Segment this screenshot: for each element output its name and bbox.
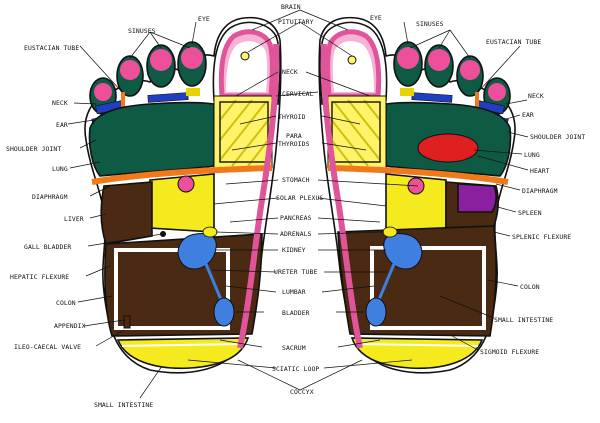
left-pituitary-dot: [240, 51, 250, 61]
label-eustacian-right: EUSTACIAN TUBE: [486, 38, 541, 46]
label-shoulder-right: SHOULDER JOINT: [530, 133, 585, 141]
right-foot: [318, 16, 516, 374]
left-diaphragm-line: [91, 165, 273, 185]
label-neck-right: NECK: [528, 92, 544, 100]
label-lung-left: LUNG: [52, 165, 68, 173]
right-diaphragm-line: [327, 165, 509, 185]
appendix: [123, 315, 131, 329]
label-eye-left: EYE: [198, 15, 210, 23]
labels: BRAIN PITUITARY EYE EYE SINUSES SINUSES …: [6, 3, 585, 409]
label-ureter-tube: URETER TUBE: [274, 268, 317, 276]
right-ureter: [376, 263, 396, 303]
label-appendix: APPENDIX: [54, 322, 86, 330]
left-bladder: [213, 297, 235, 327]
left-sinus-cap-3: [150, 49, 172, 71]
label-gall-bladder: GALL BLADDER: [24, 243, 71, 251]
label-hepatic-flexure: HEPATIC FLEXURE: [10, 273, 69, 281]
left-ureter: [204, 263, 224, 303]
left-sinus-cap-4: [181, 47, 203, 69]
label-ear-left: EAR: [56, 121, 68, 129]
label-neck-left: NECK: [52, 99, 68, 107]
liver-zone: [100, 181, 153, 245]
label-eustacian-left: EUSTACIAN TUBE: [24, 44, 79, 52]
label-shoulder-left: SHOULDER JOINT: [6, 145, 61, 153]
right-spine-line: [320, 43, 363, 349]
right-pituitary-dot: [347, 55, 357, 65]
label-sinuses-right: SINUSES: [416, 20, 444, 28]
label-eye-right: EYE: [370, 14, 382, 22]
label-solar-plexus: SOLAR PLEXUS: [276, 194, 323, 202]
label-neck-center: NECK: [282, 68, 298, 76]
label-spleen: SPLEEN: [518, 209, 542, 217]
label-thyroid: THYROID: [278, 113, 306, 121]
label-diaphragm-left: DIAPHRAGM: [32, 193, 68, 201]
label-sciatic-loop: SCIATIC LOOP: [272, 365, 319, 373]
left-sinus-cap-1: [94, 83, 112, 101]
gall-bladder-dot: [160, 231, 166, 237]
label-pituitary: PITUITARY: [278, 18, 314, 26]
label-splenic-flexure: SPLENIC FLEXURE: [512, 233, 571, 241]
label-adrenals: ADRENALS: [280, 230, 312, 238]
label-sacrum: SACRUM: [282, 344, 306, 352]
left-eye-bar-2: [147, 92, 189, 103]
label-para: PARA: [286, 132, 302, 140]
spleen-zone: [457, 183, 497, 213]
label-thyroids: THYROIDS: [278, 140, 310, 148]
label-brain: BRAIN: [281, 3, 301, 11]
label-lumbar: LUMBAR: [282, 288, 306, 296]
heart-zone: [417, 133, 479, 163]
label-coccyx: COCCYX: [290, 388, 314, 396]
label-heart: HEART: [530, 167, 550, 175]
label-pancreas: PANCREAS: [280, 214, 312, 222]
label-small-intestine-bottom: SMALL INTESTINE: [94, 401, 153, 409]
left-solar-plexus: [177, 175, 195, 193]
label-ileo-caecal: ILEO-CAECAL VALVE: [14, 343, 81, 351]
label-sinuses-left: SINUSES: [128, 27, 156, 35]
left-foot: [84, 16, 282, 374]
label-diaphragm-right: DIAPHRAGM: [522, 187, 558, 195]
label-liver: LIVER: [64, 215, 84, 223]
label-colon-right: COLON: [520, 283, 540, 291]
right-adrenal: [382, 226, 398, 238]
right-eye-bar-2: [411, 92, 453, 103]
label-colon-left: COLON: [56, 299, 76, 307]
label-ear-right: EAR: [522, 111, 534, 119]
label-small-intestine-right: SMALL INTESTINE: [494, 316, 553, 324]
left-lung-zone: [88, 101, 215, 177]
right-bladder: [365, 297, 387, 327]
leader-lines: [67, 9, 529, 399]
label-kidney: KIDNEY: [282, 246, 306, 254]
label-sigmoid-flexure: SIGMOID FLEXURE: [480, 348, 539, 356]
label-cervical: CERVICAL: [282, 90, 314, 98]
left-adrenal: [202, 226, 218, 238]
label-bladder: BLADDER: [282, 309, 310, 317]
left-spine-line: [237, 43, 280, 349]
left-sinus-cap-2: [120, 60, 140, 80]
label-stomach: STOMACH: [282, 176, 310, 184]
label-lung-right: LUNG: [524, 151, 540, 159]
